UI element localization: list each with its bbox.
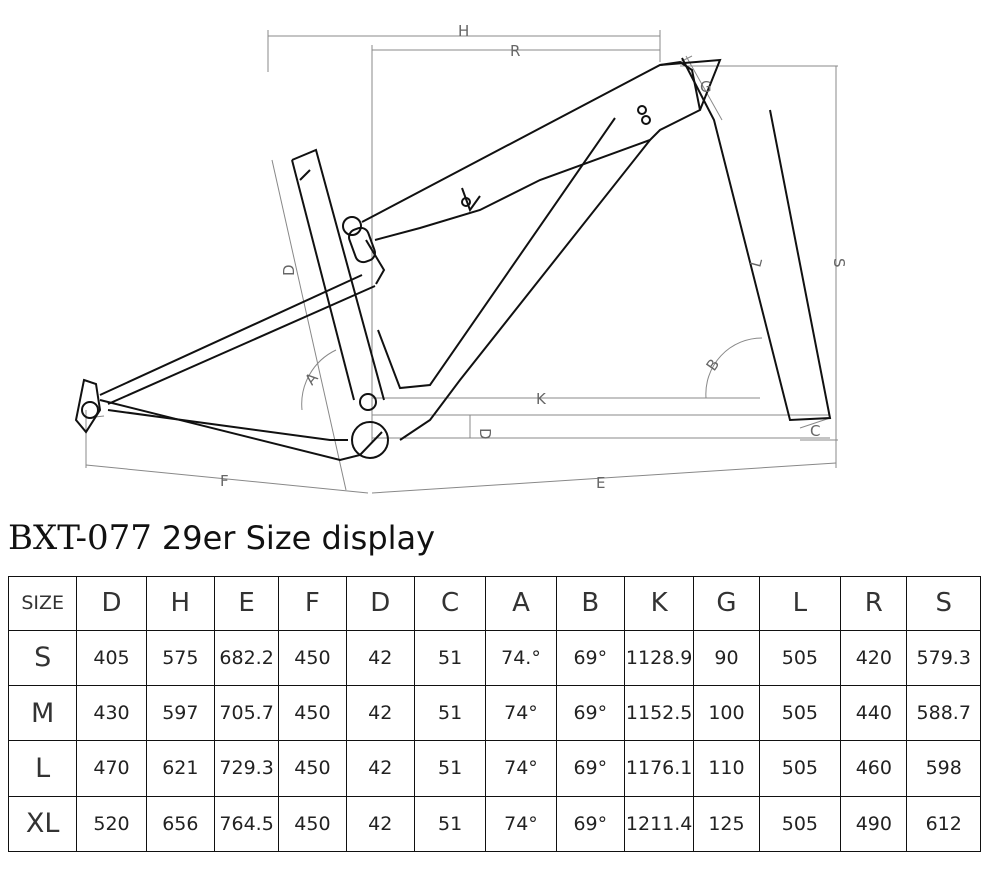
table-cell: 74°: [485, 795, 557, 853]
table-cell: 74°: [485, 684, 557, 742]
dimension-labels: H R G S D L B A K D C F E: [220, 22, 848, 492]
model-name: BXT-077: [8, 518, 152, 558]
table-header-row: SIZE D H E F D C A B K G L R S: [7, 576, 981, 631]
label-h: H: [458, 22, 469, 40]
table-cell: 1128.9: [623, 629, 695, 686]
table-cell: 470: [76, 740, 147, 797]
table-cell: 405: [76, 629, 147, 686]
table-cell: 764.5: [213, 795, 280, 853]
table-cell: 51: [413, 684, 487, 742]
label-f: F: [220, 472, 229, 490]
label-e: E: [596, 474, 605, 492]
header-cell: H: [145, 576, 216, 631]
table-cell: 420: [840, 629, 908, 686]
label-k: K: [536, 390, 547, 408]
table-cell: 90: [693, 629, 760, 686]
table-cell: 505: [758, 740, 842, 797]
table-cell: 505: [758, 684, 842, 742]
header-cell: F: [278, 576, 347, 631]
size-label: S: [7, 629, 78, 686]
table-cell: 51: [413, 740, 487, 797]
label-c: C: [810, 422, 820, 440]
label-r: R: [510, 42, 520, 60]
table-cell: 42: [345, 740, 415, 797]
table-cell: 490: [840, 795, 908, 853]
table-cell: 69°: [555, 684, 625, 742]
header-size: SIZE: [7, 576, 78, 631]
table-cell: 69°: [555, 629, 625, 686]
label-g: G: [700, 78, 712, 96]
table-cell: 1211.4: [623, 795, 695, 853]
table-cell: 450: [278, 684, 347, 742]
table-row: XL 520 656 764.5 450 42 51 74° 69° 1211.…: [7, 795, 981, 853]
label-s: S: [830, 258, 848, 268]
header-cell: A: [485, 576, 557, 631]
page-title: BXT-077 29er Size display: [8, 518, 435, 568]
table-cell: 705.7: [213, 684, 280, 742]
table-cell: 729.3: [213, 740, 280, 797]
size-label: XL: [7, 795, 78, 853]
header-cell: S: [906, 576, 981, 631]
size-label: M: [7, 684, 78, 742]
header-cell: K: [623, 576, 695, 631]
header-cell: L: [758, 576, 842, 631]
table-row: S 405 575 682.2 450 42 51 74.° 69° 1128.…: [7, 629, 981, 686]
size-table: SIZE D H E F D C A B K G L R S S 405 575…: [7, 576, 981, 853]
label-b: B: [703, 356, 724, 375]
table-cell: 125: [693, 795, 760, 853]
header-cell: E: [213, 576, 280, 631]
table-cell: 621: [145, 740, 216, 797]
dimension-lines: [85, 30, 838, 494]
table-cell: 42: [345, 795, 415, 853]
header-cell: R: [840, 576, 908, 631]
table-cell: 588.7: [906, 684, 981, 742]
header-cell: B: [555, 576, 625, 631]
table-cell: 597: [145, 684, 216, 742]
table-cell: 450: [278, 740, 347, 797]
frame-geometry-diagram: H R G S D L B A K D C F E: [74, 22, 848, 494]
frame-outline: [74, 57, 832, 462]
table-cell: 612: [906, 795, 981, 853]
table-cell: 575: [145, 629, 216, 686]
table-cell: 579.3: [906, 629, 981, 686]
table-row: L 470 621 729.3 450 42 51 74° 69° 1176.1…: [7, 740, 981, 797]
size-label: L: [7, 740, 78, 797]
table-cell: 100: [693, 684, 760, 742]
label-l: L: [746, 256, 766, 269]
table-cell: 430: [76, 684, 147, 742]
table-cell: 1152.5: [623, 684, 695, 742]
table-cell: 69°: [555, 795, 625, 853]
header-cell: D: [76, 576, 147, 631]
table-cell: 1176.1: [623, 740, 695, 797]
table-cell: 51: [413, 629, 487, 686]
table-cell: 74.°: [485, 629, 557, 686]
header-cell: G: [693, 576, 760, 631]
header-cell: C: [413, 576, 487, 631]
title-subtitle: 29er Size display: [161, 519, 436, 557]
label-d-bb: D: [476, 428, 494, 440]
label-d-top: D: [280, 264, 298, 276]
table-cell: 450: [278, 629, 347, 686]
header-cell: D: [345, 576, 415, 631]
table-cell: 51: [413, 795, 487, 853]
table-cell: 656: [145, 795, 216, 853]
table-cell: 505: [758, 795, 842, 853]
table-cell: 505: [758, 629, 842, 686]
table-cell: 69°: [555, 740, 625, 797]
table-cell: 520: [76, 795, 147, 853]
table-cell: 460: [840, 740, 908, 797]
table-cell: 42: [345, 684, 415, 742]
table-cell: 74°: [485, 740, 557, 797]
table-row: M 430 597 705.7 450 42 51 74° 69° 1152.5…: [7, 684, 981, 742]
table-cell: 682.2: [213, 629, 280, 686]
table-cell: 450: [278, 795, 347, 853]
table-cell: 598: [906, 740, 981, 797]
table-cell: 42: [345, 629, 415, 686]
table-cell: 440: [840, 684, 908, 742]
table-cell: 110: [693, 740, 760, 797]
